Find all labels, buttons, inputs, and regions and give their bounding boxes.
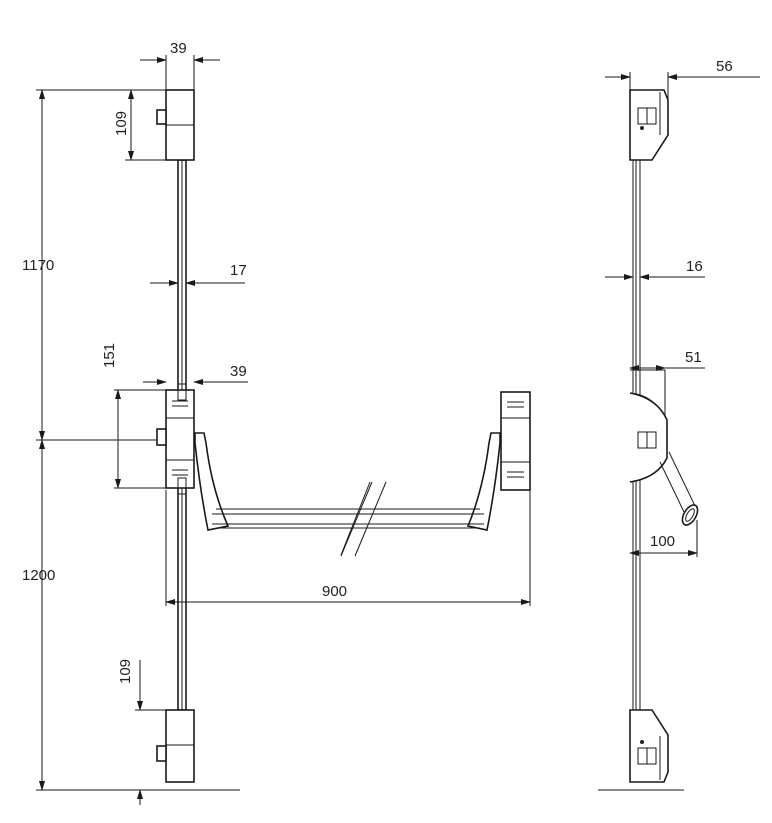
dim-side-center-depth: 51 bbox=[685, 349, 702, 366]
dim-top-box-height: 109 bbox=[113, 111, 130, 136]
bottom-latch-box bbox=[156, 709, 195, 783]
side-bottom-block bbox=[629, 709, 669, 783]
dim-center-box-width: 39 bbox=[230, 363, 247, 380]
side-handle-lever bbox=[659, 451, 699, 526]
dim-top-box-width: 39 bbox=[170, 40, 187, 57]
top-latch-box bbox=[156, 89, 195, 161]
right-lock-box bbox=[500, 391, 531, 491]
dim-center-box-height: 151 bbox=[101, 343, 118, 368]
dim-upper-length: 1170 bbox=[22, 257, 54, 274]
side-top-block bbox=[629, 89, 669, 161]
side-dimension-lines bbox=[605, 72, 760, 557]
dim-side-handle-projection: 100 bbox=[650, 533, 675, 550]
push-bar-handle bbox=[194, 432, 501, 557]
dim-rod-width: 17 bbox=[230, 262, 247, 279]
front-view: 39 109 1170 17 151 39 1200 109 900 bbox=[22, 40, 531, 805]
dim-side-rod-width: 16 bbox=[686, 258, 703, 275]
dimension-lines bbox=[36, 55, 531, 805]
side-view: 56 16 51 100 bbox=[598, 58, 760, 791]
dim-bottom-box-height: 109 bbox=[117, 659, 134, 684]
dim-bar-width: 900 bbox=[322, 583, 347, 600]
dim-lower-length: 1200 bbox=[22, 567, 55, 584]
side-center-lock bbox=[629, 369, 699, 526]
dim-side-top-depth: 56 bbox=[716, 58, 733, 75]
center-lock-box bbox=[156, 383, 195, 495]
